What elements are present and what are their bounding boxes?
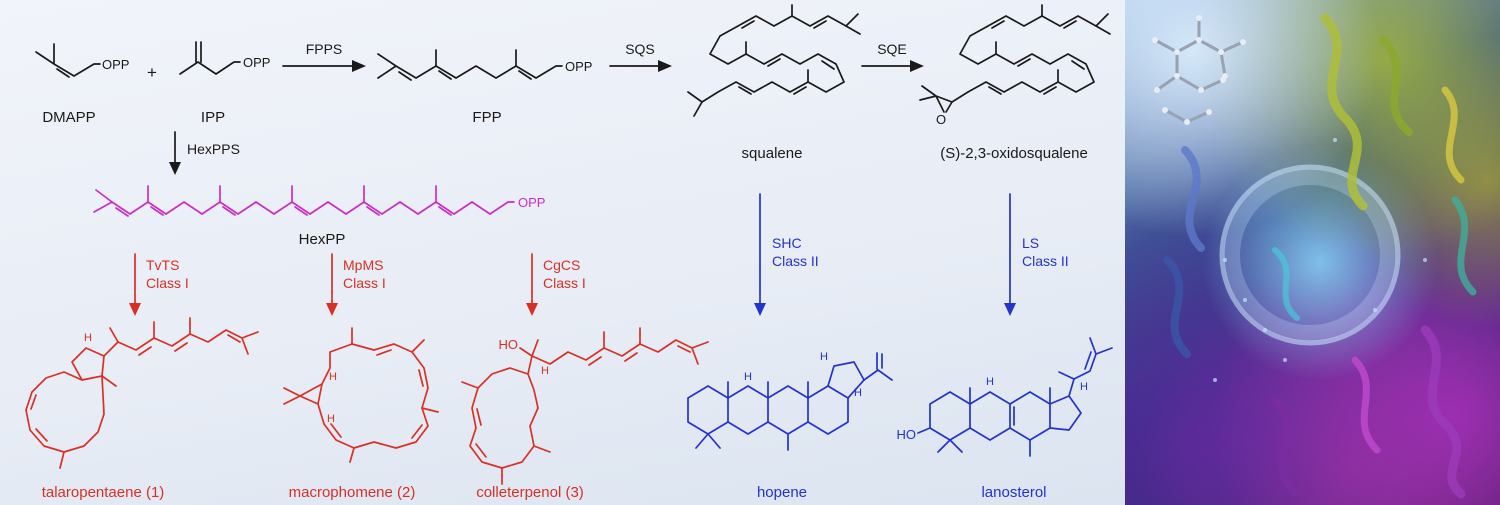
plus-sign: + [147, 63, 157, 82]
protein-render-image [1125, 0, 1500, 505]
ipp-label: IPP [201, 109, 225, 126]
cgcs-arrow [526, 253, 538, 316]
pathway-diagram: OPP DMAPP + OPP IPP FPPS OPP FPP SQS [25, 4, 1113, 501]
fpp-opp-label: OPP [565, 59, 592, 74]
dmapp-opp-label: OPP [102, 57, 129, 72]
fpps-enzyme-label: FPPS [306, 41, 343, 57]
hexpps-arrow [169, 131, 181, 175]
stereo-h-label: H [1080, 381, 1088, 393]
sqe-enzyme-label: SQE [877, 41, 907, 57]
talaropentaene-label: talaropentaene (1) [42, 484, 165, 501]
ipp-opp-label: OPP [243, 55, 270, 70]
fpp-label: FPP [472, 109, 501, 126]
tvts-enzyme-label: TvTS [146, 257, 179, 273]
hopene-structure: H H H [687, 351, 893, 451]
macrophomene-structure: H H [283, 327, 439, 463]
shc-enzyme-label: SHC [772, 235, 802, 251]
epoxide-oxygen-label: O [936, 112, 946, 127]
protein-decoration [1152, 13, 1477, 499]
hexpp-structure: OPP [93, 185, 545, 217]
stereo-h-label: H [854, 387, 862, 399]
sqs-enzyme-label: SQS [625, 41, 655, 57]
mpms-enzyme-label: MpMS [343, 257, 383, 273]
hexpp-opp-label: OPP [518, 195, 545, 210]
fpp-structure: OPP [377, 49, 592, 81]
sqe-arrow [861, 60, 924, 72]
fpps-arrow [282, 60, 366, 72]
ls-arrow [1004, 193, 1016, 316]
stereo-h-label: H [327, 413, 335, 425]
cgcs-enzyme-label: CgCS [543, 257, 580, 273]
mpms-arrow [326, 253, 338, 316]
tvts-arrow [129, 253, 141, 316]
oxidosqualene-label: (S)-2,3-oxidosqualene [940, 145, 1088, 162]
dmapp-structure: OPP [35, 43, 129, 78]
colleterpenol-structure: HO H [461, 327, 709, 485]
squalene-label: squalene [742, 145, 803, 162]
lanosterol-structure: HO H H [897, 337, 1113, 457]
hydroxyl-label: HO [897, 427, 917, 442]
stick-molecule-atoms [1152, 15, 1246, 125]
sqs-arrow [609, 60, 672, 72]
hopene-label: hopene [757, 484, 807, 501]
colleterpenol-label: colleterpenol (3) [476, 484, 584, 501]
shc-arrow [754, 193, 766, 316]
protein-ribbons [1163, 13, 1477, 499]
hexpp-label: HexPP [299, 231, 346, 248]
tvts-class-label: Class I [146, 275, 189, 291]
shc-class-label: Class II [772, 253, 819, 269]
oxidosqualene-structure: O [919, 4, 1111, 127]
cgcs-class-label: Class I [543, 275, 586, 291]
stereo-h-label: H [84, 332, 92, 344]
stereo-h-label: H [329, 371, 337, 383]
macrophomene-label: macrophomene (2) [289, 484, 416, 501]
squalene-structure [687, 4, 861, 117]
stereo-h-label: H [744, 371, 752, 383]
ls-enzyme-label: LS [1022, 235, 1039, 251]
hydroxyl-label: HO [499, 337, 519, 352]
mpms-class-label: Class I [343, 275, 386, 291]
glow-ring [1219, 164, 1401, 346]
ipp-structure: OPP [179, 41, 270, 75]
stereo-h-label: H [986, 376, 994, 388]
stereo-h-label: H [541, 365, 549, 377]
hexpps-enzyme-label: HexPPS [187, 141, 240, 157]
dmapp-label: DMAPP [42, 109, 95, 126]
stick-molecule [1154, 18, 1244, 124]
talaropentaene-structure: H [25, 317, 259, 469]
stereo-h-label: H [820, 351, 828, 363]
lanosterol-label: lanosterol [981, 484, 1046, 501]
ls-class-label: Class II [1022, 253, 1069, 269]
atom-dots [1213, 138, 1427, 382]
